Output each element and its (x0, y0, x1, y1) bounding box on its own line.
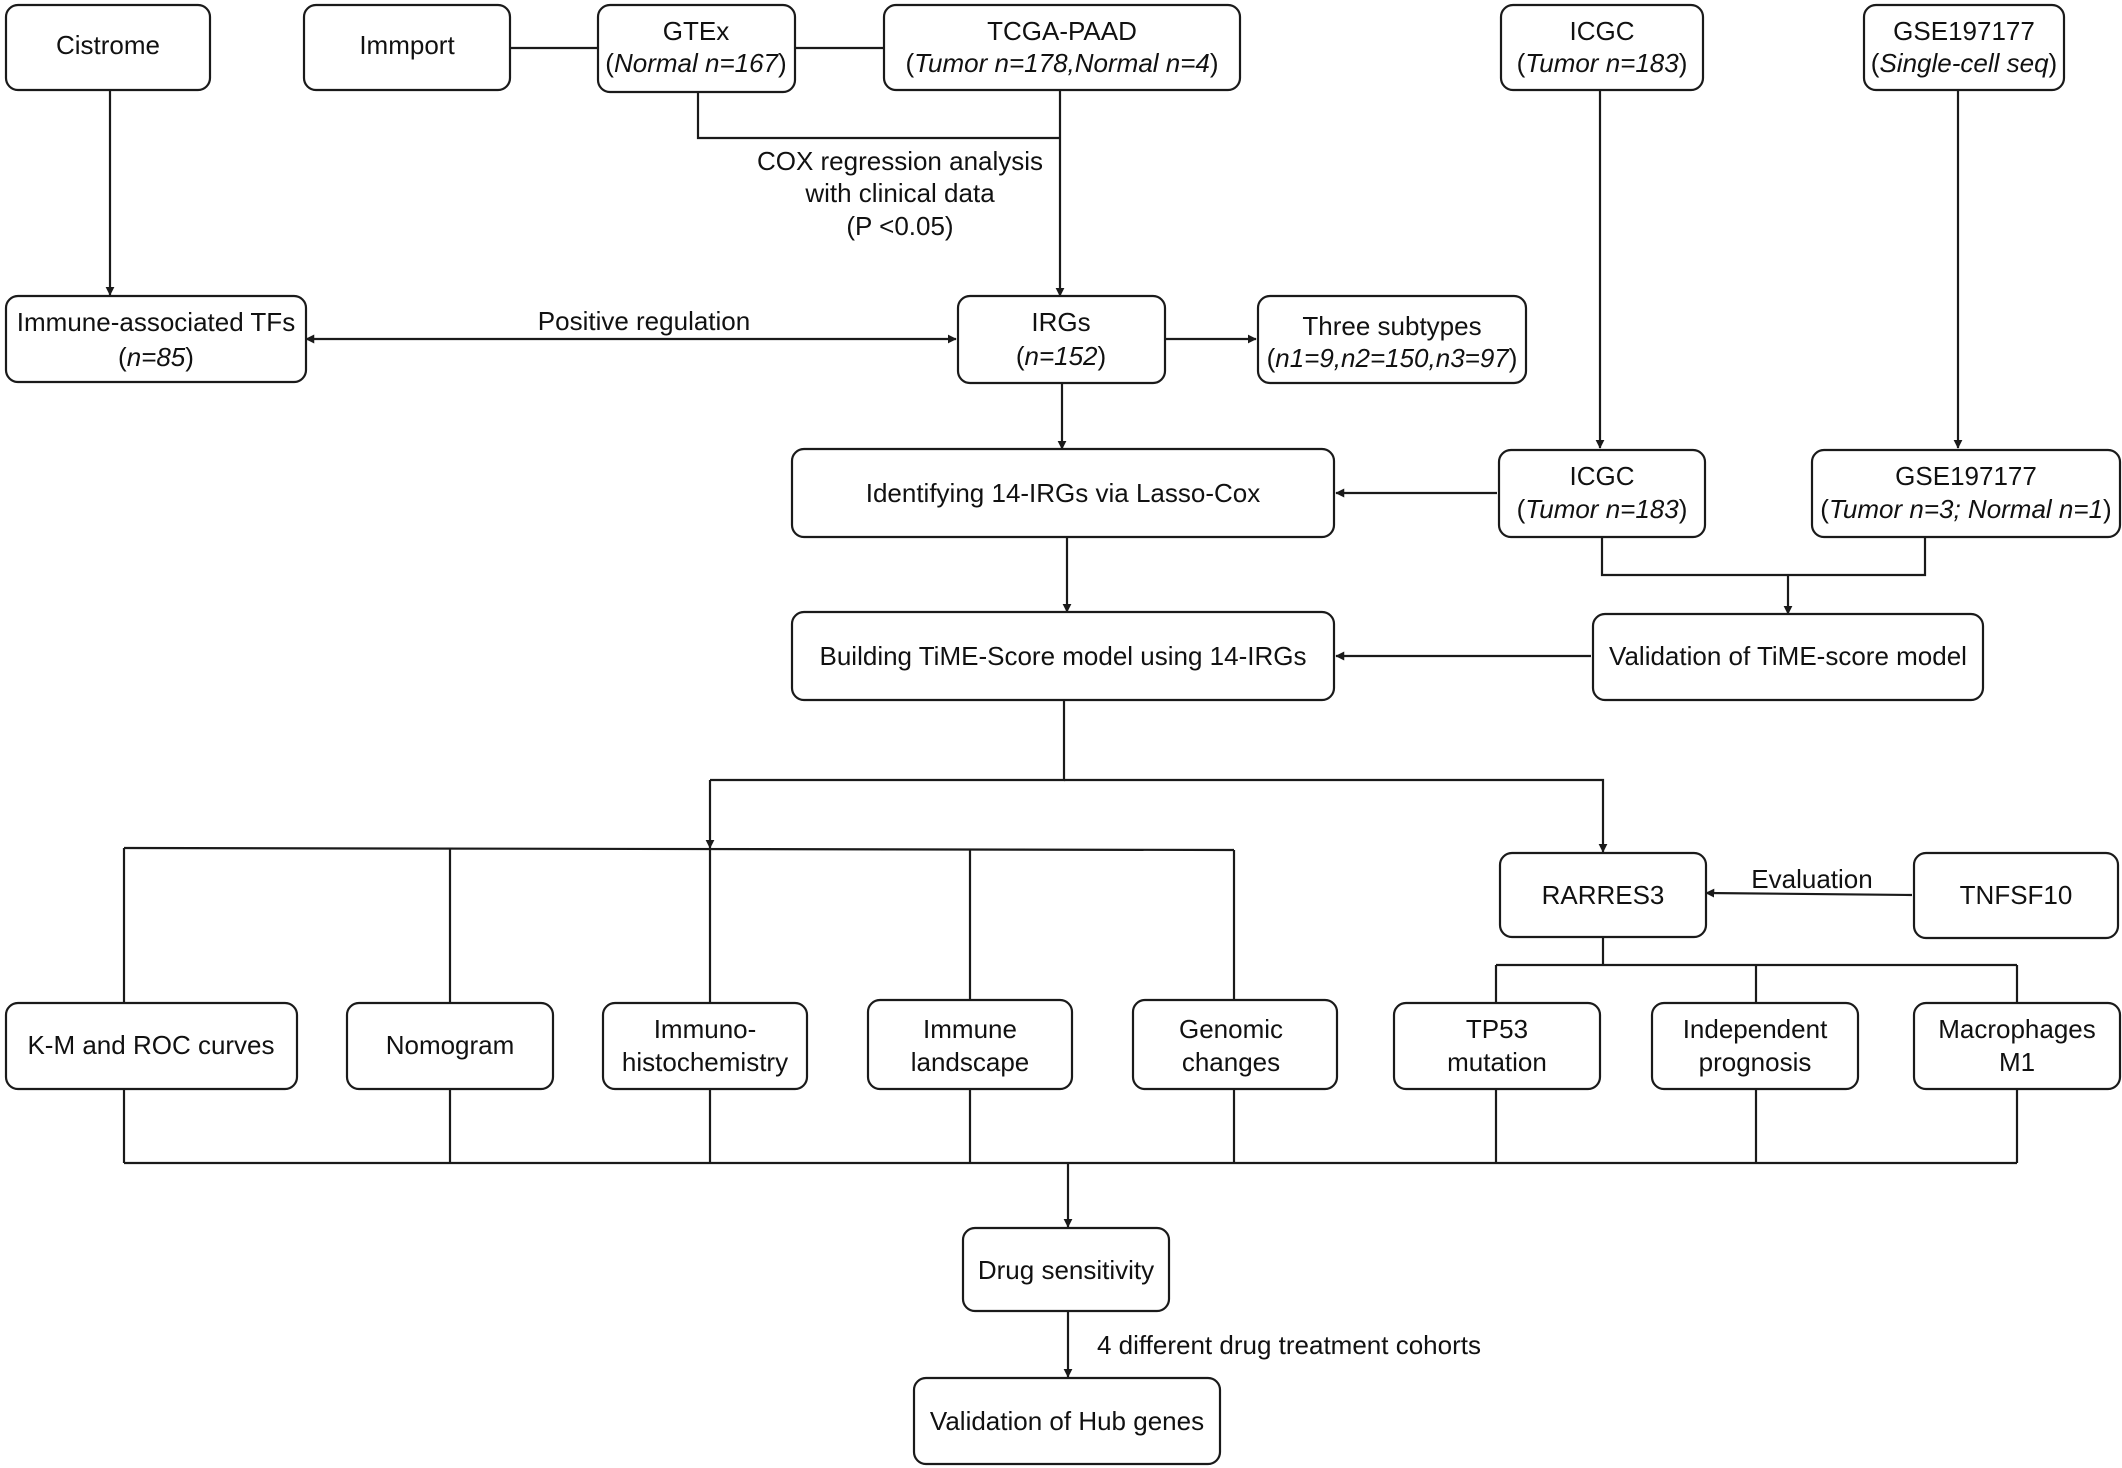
building-label: Building TiME-Score model using 14-IRGs (820, 641, 1307, 671)
icgc-top-sub: (Tumor n=183) (1517, 48, 1688, 78)
hub-label: Validation of Hub genes (930, 1406, 1204, 1436)
irgs-label: IRGs (1031, 307, 1090, 337)
tfs-label: Immune-associated TFs (17, 307, 295, 337)
node-icgc-mid: ICGC (Tumor n=183) (1497, 448, 1707, 539)
node-km-roc: K-M and ROC curves (4, 1001, 299, 1091)
node-macrophages-m1: Macrophages M1 (1912, 1001, 2122, 1091)
node-validation: Validation of TiME-score model (1591, 612, 1985, 702)
landscape-label-line-1: Immune (923, 1014, 1017, 1044)
macro-label-line-2: M1 (1999, 1047, 2035, 1077)
tp53-label-line-2: mutation (1447, 1047, 1547, 1077)
ihc-label-line-1: Immuno- (654, 1014, 757, 1044)
lasso-label: Identifying 14-IRGs via Lasso-Cox (866, 478, 1261, 508)
immport-label: Immport (359, 30, 455, 60)
edge-validation-merge (1600, 537, 1927, 577)
gtex-label: GTEx (663, 16, 729, 46)
km-label: K-M and ROC curves (27, 1030, 274, 1060)
cox-label-line-3: (P <0.05) (846, 211, 953, 241)
subtypes-label: Three subtypes (1302, 311, 1481, 341)
node-validation-hub: Validation of Hub genes (912, 1376, 1222, 1466)
icgc-mid-sub: (Tumor n=183) (1517, 494, 1688, 524)
edge-building-split (710, 700, 1066, 782)
node-subtypes: Three subtypes (n1=9,n2=150,n3=97) (1256, 294, 1528, 385)
node-irgs: IRGs (n=152) (956, 294, 1167, 385)
cohorts-label: 4 different drug treatment cohorts (1097, 1330, 1481, 1360)
subtypes-sub: (n1=9,n2=150,n3=97) (1267, 343, 1518, 373)
node-independent-prognosis: Independent prognosis (1650, 1001, 1860, 1091)
genomic-label-line-1: Genomic (1179, 1014, 1283, 1044)
node-immport: Immport (302, 3, 512, 92)
node-gtex: GTEx (Normal n=167) (596, 3, 797, 94)
rarres3-label: RARRES3 (1542, 880, 1665, 910)
node-icgc-top: ICGC (Tumor n=183) (1499, 3, 1705, 92)
node-tcga: TCGA-PAAD (Tumor n=178,Normal n=4) (882, 3, 1242, 92)
drug-label: Drug sensitivity (978, 1255, 1154, 1285)
landscape-label-line-2: landscape (911, 1047, 1030, 1077)
gse-top-label: GSE197177 (1893, 16, 2035, 46)
node-gse-top: GSE197177 (Single-cell seq) (1862, 3, 2066, 92)
nomogram-label: Nomogram (386, 1030, 515, 1060)
node-rarres3: RARRES3 (1498, 851, 1708, 939)
cox-label-line-1: COX regression analysis (757, 146, 1043, 176)
edge-tnfsf10-rarres3 (1705, 888, 1913, 898)
validation-label: Validation of TiME-score model (1609, 641, 1967, 671)
node-gse-mid: GSE197177 (Tumor n=3; Normal n=1) (1810, 448, 2122, 539)
node-immune-landscape: Immune landscape (866, 998, 1074, 1091)
tnfsf10-label: TNFSF10 (1960, 880, 2073, 910)
ihc-label-line-2: histochemistry (622, 1047, 788, 1077)
positive-regulation-label: Positive regulation (538, 306, 750, 336)
node-building: Building TiME-Score model using 14-IRGs (790, 610, 1336, 702)
gse-mid-label: GSE197177 (1895, 461, 2037, 491)
gtex-sub: (Normal n=167) (605, 48, 786, 78)
irgs-sub: (n=152) (1016, 341, 1106, 371)
genomic-label-line-2: changes (1182, 1047, 1280, 1077)
tcga-sub: (Tumor n=178,Normal n=4) (905, 48, 1218, 78)
gse-top-sub: (Single-cell seq) (1871, 48, 2057, 78)
node-immunohistochemistry: Immuno- histochemistry (601, 1001, 809, 1091)
node-cistrome: Cistrome (4, 3, 212, 92)
node-nomogram: Nomogram (345, 1001, 555, 1091)
edge-bar-top (123, 846, 1235, 852)
indep-label-line-1: Independent (1683, 1014, 1828, 1044)
edge-labels: COX regression analysis with clinical da… (538, 146, 1873, 1360)
node-drug-sensitivity: Drug sensitivity (961, 1226, 1171, 1313)
icgc-mid-label: ICGC (1570, 461, 1635, 491)
cistrome-label: Cistrome (56, 30, 160, 60)
tfs-sub: (n=85) (118, 342, 194, 372)
edge-split-right (1064, 778, 1608, 853)
node-lasso: Identifying 14-IRGs via Lasso-Cox (790, 447, 1336, 539)
gse-mid-sub: (Tumor n=3; Normal n=1) (1820, 494, 2111, 524)
tcga-label: TCGA-PAAD (987, 16, 1137, 46)
cox-label-line-2: with clinical data (804, 178, 995, 208)
connectors (105, 46, 2019, 1378)
node-immune-tfs: Immune-associated TFs (n=85) (4, 294, 308, 384)
macro-label-line-1: Macrophages (1938, 1014, 2096, 1044)
edge-gtex-merge (696, 92, 1060, 140)
node-tp53-mutation: TP53 mutation (1392, 1001, 1602, 1091)
evaluation-label: Evaluation (1751, 864, 1872, 894)
icgc-top-label: ICGC (1570, 16, 1635, 46)
indep-label-line-2: prognosis (1699, 1047, 1812, 1077)
node-tnfsf10: TNFSF10 (1912, 851, 2120, 940)
tp53-label-line-1: TP53 (1466, 1014, 1528, 1044)
node-genomic-changes: Genomic changes (1131, 998, 1339, 1091)
